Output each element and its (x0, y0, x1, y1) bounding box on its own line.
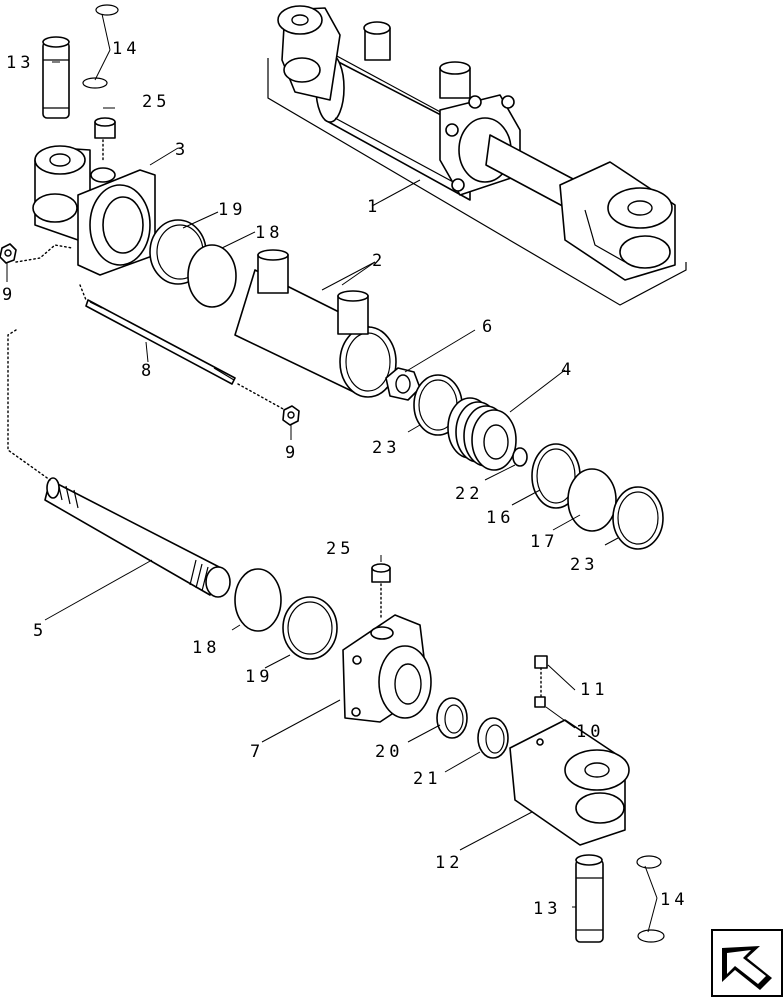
callout-1: 1 (367, 197, 381, 217)
callout-3: 3 (175, 140, 189, 160)
rod-end-head (342, 614, 432, 723)
callout-11: 11 (580, 680, 608, 700)
callout-21: 21 (413, 769, 441, 789)
callout-16: 16 (486, 508, 514, 528)
callout-23-lower: 23 (570, 555, 598, 575)
barrel (234, 249, 397, 398)
plug-lower (371, 563, 391, 583)
callout-4: 4 (561, 360, 575, 380)
nut-left (0, 243, 17, 264)
callout-17: 17 (530, 532, 558, 552)
callout-14-top: 14 (112, 39, 140, 59)
rod-seal-inner (485, 724, 505, 754)
nut-mid (282, 405, 300, 426)
callout-12: 12 (435, 853, 463, 873)
o-ring-small (512, 447, 528, 467)
piston (447, 397, 517, 471)
piston-seal-inner (536, 448, 576, 504)
tie-rod (85, 299, 236, 385)
callout-7: 7 (250, 742, 264, 762)
callout-20: 20 (375, 742, 403, 762)
leader-lines (6, 13, 658, 933)
retaining-clip-bottom (636, 855, 665, 943)
assembly-line-nut-left (15, 244, 73, 263)
backup-ring-lower (282, 596, 338, 660)
assembly-line-main (7, 329, 51, 481)
pin-bottom (575, 854, 604, 943)
rod-clevis (509, 719, 630, 846)
callout-2: 2 (372, 251, 386, 271)
callout-6: 6 (482, 317, 496, 337)
callout-22: 22 (455, 484, 483, 504)
o-ring-top (187, 244, 237, 308)
callout-5: 5 (33, 621, 47, 641)
seal-ring-lower-inner (617, 491, 659, 545)
callout-10: 10 (576, 722, 604, 742)
assembled-cylinder (267, 5, 687, 306)
callout-8: 8 (141, 361, 155, 381)
callout-13-bottom: 13 (533, 899, 561, 919)
o-ring-lower (234, 568, 282, 632)
callout-13-top: 13 (6, 53, 34, 73)
backup-ring-lower-inner (287, 601, 333, 655)
plug-top (94, 117, 116, 139)
pin-top (42, 36, 70, 119)
assembly-line-tie-rod-nut (237, 383, 286, 411)
callout-19-bottom: 19 (245, 667, 273, 687)
seal-ring-lower (612, 486, 664, 550)
cap-end-head (32, 145, 156, 276)
callout-19-top: 19 (218, 200, 246, 220)
callout-9-mid: 9 (285, 443, 299, 463)
callout-25-top: 25 (142, 92, 170, 112)
retaining-clip-top (82, 4, 119, 89)
callout-numbers: 1 2 3 4 5 6 7 8 9 9 10 11 12 13 13 14 14… (2, 39, 688, 919)
previous-page-arrow-icon[interactable] (711, 929, 783, 997)
assembly-line-tie-rod (79, 284, 87, 301)
callout-14-bottom: 14 (660, 890, 688, 910)
callout-18-bottom: 18 (192, 638, 220, 658)
callout-23-upper: 23 (372, 438, 400, 458)
piston-rod (44, 477, 231, 598)
callout-9-left: 9 (2, 285, 16, 305)
wear-ring (567, 468, 617, 532)
callout-18-top: 18 (255, 223, 283, 243)
rod-wiper-inner (444, 704, 464, 734)
callout-25-bottom: 25 (326, 539, 354, 559)
